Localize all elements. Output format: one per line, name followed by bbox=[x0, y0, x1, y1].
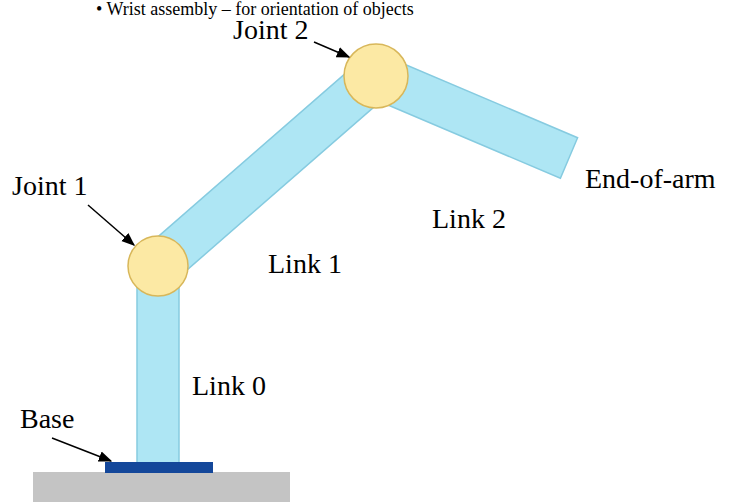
part-label: Link 1 bbox=[268, 250, 342, 278]
ground bbox=[33, 472, 290, 502]
joint-1 bbox=[128, 236, 188, 296]
part-label: Joint 2 bbox=[233, 16, 308, 44]
leader-arrow bbox=[52, 438, 111, 461]
leader-arrow bbox=[314, 42, 349, 57]
part-label: Link 0 bbox=[192, 372, 266, 400]
joint-2 bbox=[344, 44, 408, 108]
part-label: End-of-arm bbox=[585, 165, 716, 193]
part-label: Link 2 bbox=[432, 205, 506, 233]
part-label: Joint 1 bbox=[12, 172, 87, 200]
part-label: Base bbox=[20, 405, 74, 433]
base-plate bbox=[105, 462, 213, 473]
leader-arrow bbox=[88, 205, 134, 245]
